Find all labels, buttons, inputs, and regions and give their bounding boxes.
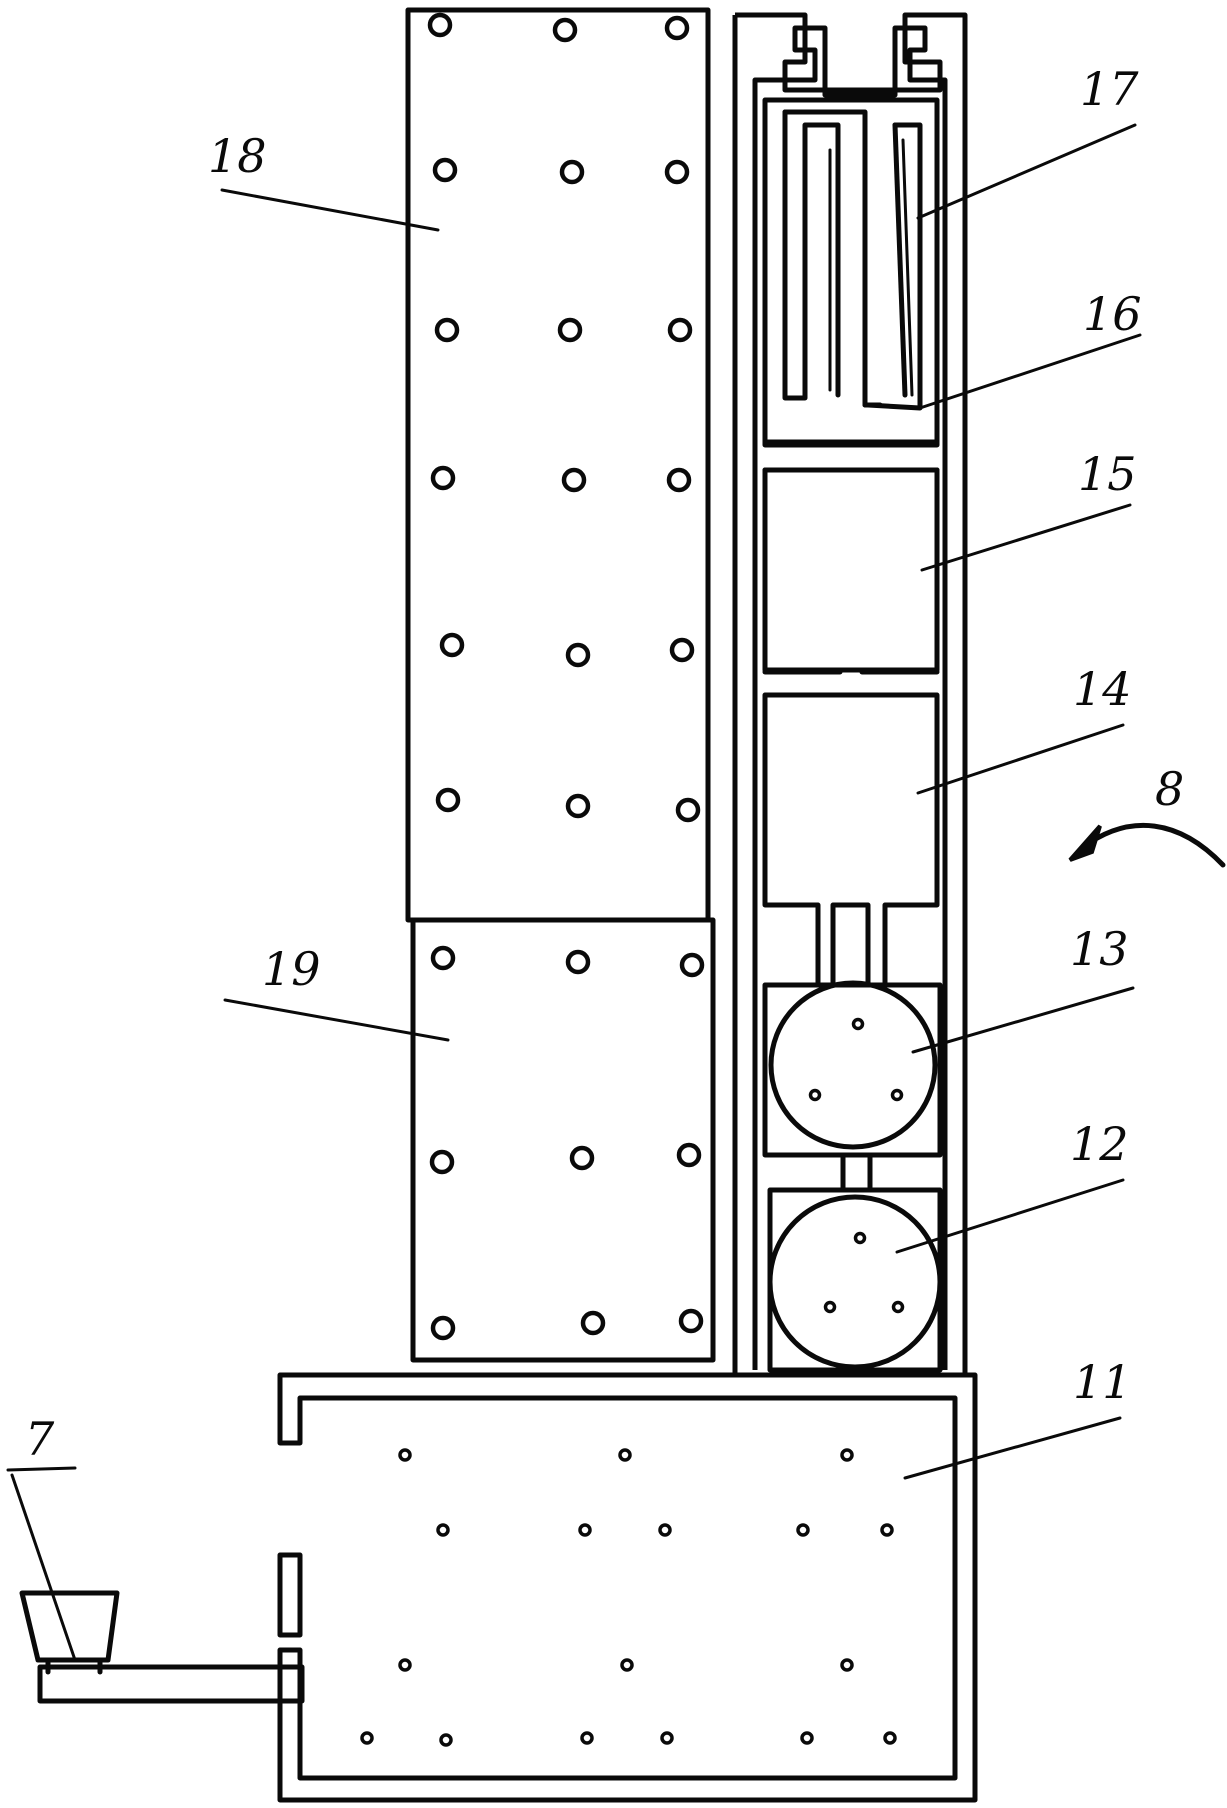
plate-hole: [430, 465, 456, 491]
baffles-17: [782, 109, 923, 411]
plate-hole: [432, 157, 458, 183]
chamber-hole: [880, 1523, 894, 1537]
section-15: [762, 467, 940, 675]
feeder-7: [19, 1590, 305, 1704]
chamber-hole: [398, 1448, 412, 1462]
baffle-section-16: [762, 97, 940, 473]
plate-hole: [434, 317, 460, 343]
column-housing: [732, 12, 968, 1375]
chamber-hole: [439, 1733, 453, 1747]
chamber-hole: [796, 1523, 810, 1537]
roller-12: [767, 1187, 943, 1373]
label-13: 13: [1070, 922, 1129, 976]
plate-holes: [427, 12, 705, 1341]
label-14: 14: [1073, 662, 1132, 716]
plate-hole: [664, 159, 690, 185]
chamber-holes: [360, 1448, 897, 1747]
plate-hole: [569, 1145, 595, 1171]
chamber-hole: [883, 1731, 897, 1745]
plate-hole: [565, 949, 591, 975]
label-7: 7: [25, 1412, 55, 1466]
plate-hole: [675, 797, 701, 823]
label-19: 19: [262, 942, 321, 996]
label-17: 17: [1080, 62, 1139, 116]
label-8: 8: [1155, 762, 1184, 816]
chamber-hole: [360, 1731, 374, 1745]
chamber-hole: [800, 1731, 814, 1745]
chamber-hole: [580, 1731, 594, 1745]
reference-labels: 17 16 15 14 8 13 12 11 18 19 7: [25, 62, 1184, 1466]
plate-hole: [429, 1149, 455, 1175]
chamber-hole: [658, 1523, 672, 1537]
plate-hole: [435, 787, 461, 813]
label-11: 11: [1073, 1355, 1132, 1409]
plate-hole: [559, 159, 585, 185]
section-14: [762, 692, 940, 988]
plate-hole: [664, 15, 690, 41]
roller-13: [762, 980, 943, 1193]
arrow-8: [1068, 822, 1226, 868]
plate-hole: [676, 1142, 702, 1168]
plate-hole: [430, 945, 456, 971]
plate-hole: [552, 17, 578, 43]
plate-hole: [669, 637, 695, 663]
chamber-hole: [436, 1523, 450, 1537]
chamber-hole: [840, 1658, 854, 1672]
plate-hole: [430, 1315, 456, 1341]
plate-hole: [666, 467, 692, 493]
chamber-11: [277, 1372, 978, 1803]
label-16: 16: [1083, 287, 1142, 341]
plate-hole: [679, 952, 705, 978]
plate-hole: [580, 1310, 606, 1336]
chamber-hole: [660, 1731, 674, 1745]
perforated-plate-18: [405, 7, 711, 923]
plate-hole: [565, 793, 591, 819]
chamber-hole: [618, 1448, 632, 1462]
chamber-hole: [840, 1448, 854, 1462]
plate-hole: [678, 1308, 704, 1334]
plate-hole: [557, 317, 583, 343]
label-12: 12: [1070, 1117, 1129, 1171]
chamber-hole: [578, 1523, 592, 1537]
plate-hole: [565, 642, 591, 668]
plate-hole: [667, 317, 693, 343]
plate-hole: [439, 632, 465, 658]
plate-hole: [561, 467, 587, 493]
chamber-hole: [398, 1658, 412, 1672]
chamber-hole: [620, 1658, 634, 1672]
plate-hole: [427, 12, 453, 38]
label-15: 15: [1078, 447, 1137, 501]
leader-lines: [6, 123, 1142, 1662]
perforated-plate-19: [410, 917, 716, 1363]
label-18: 18: [208, 129, 267, 183]
